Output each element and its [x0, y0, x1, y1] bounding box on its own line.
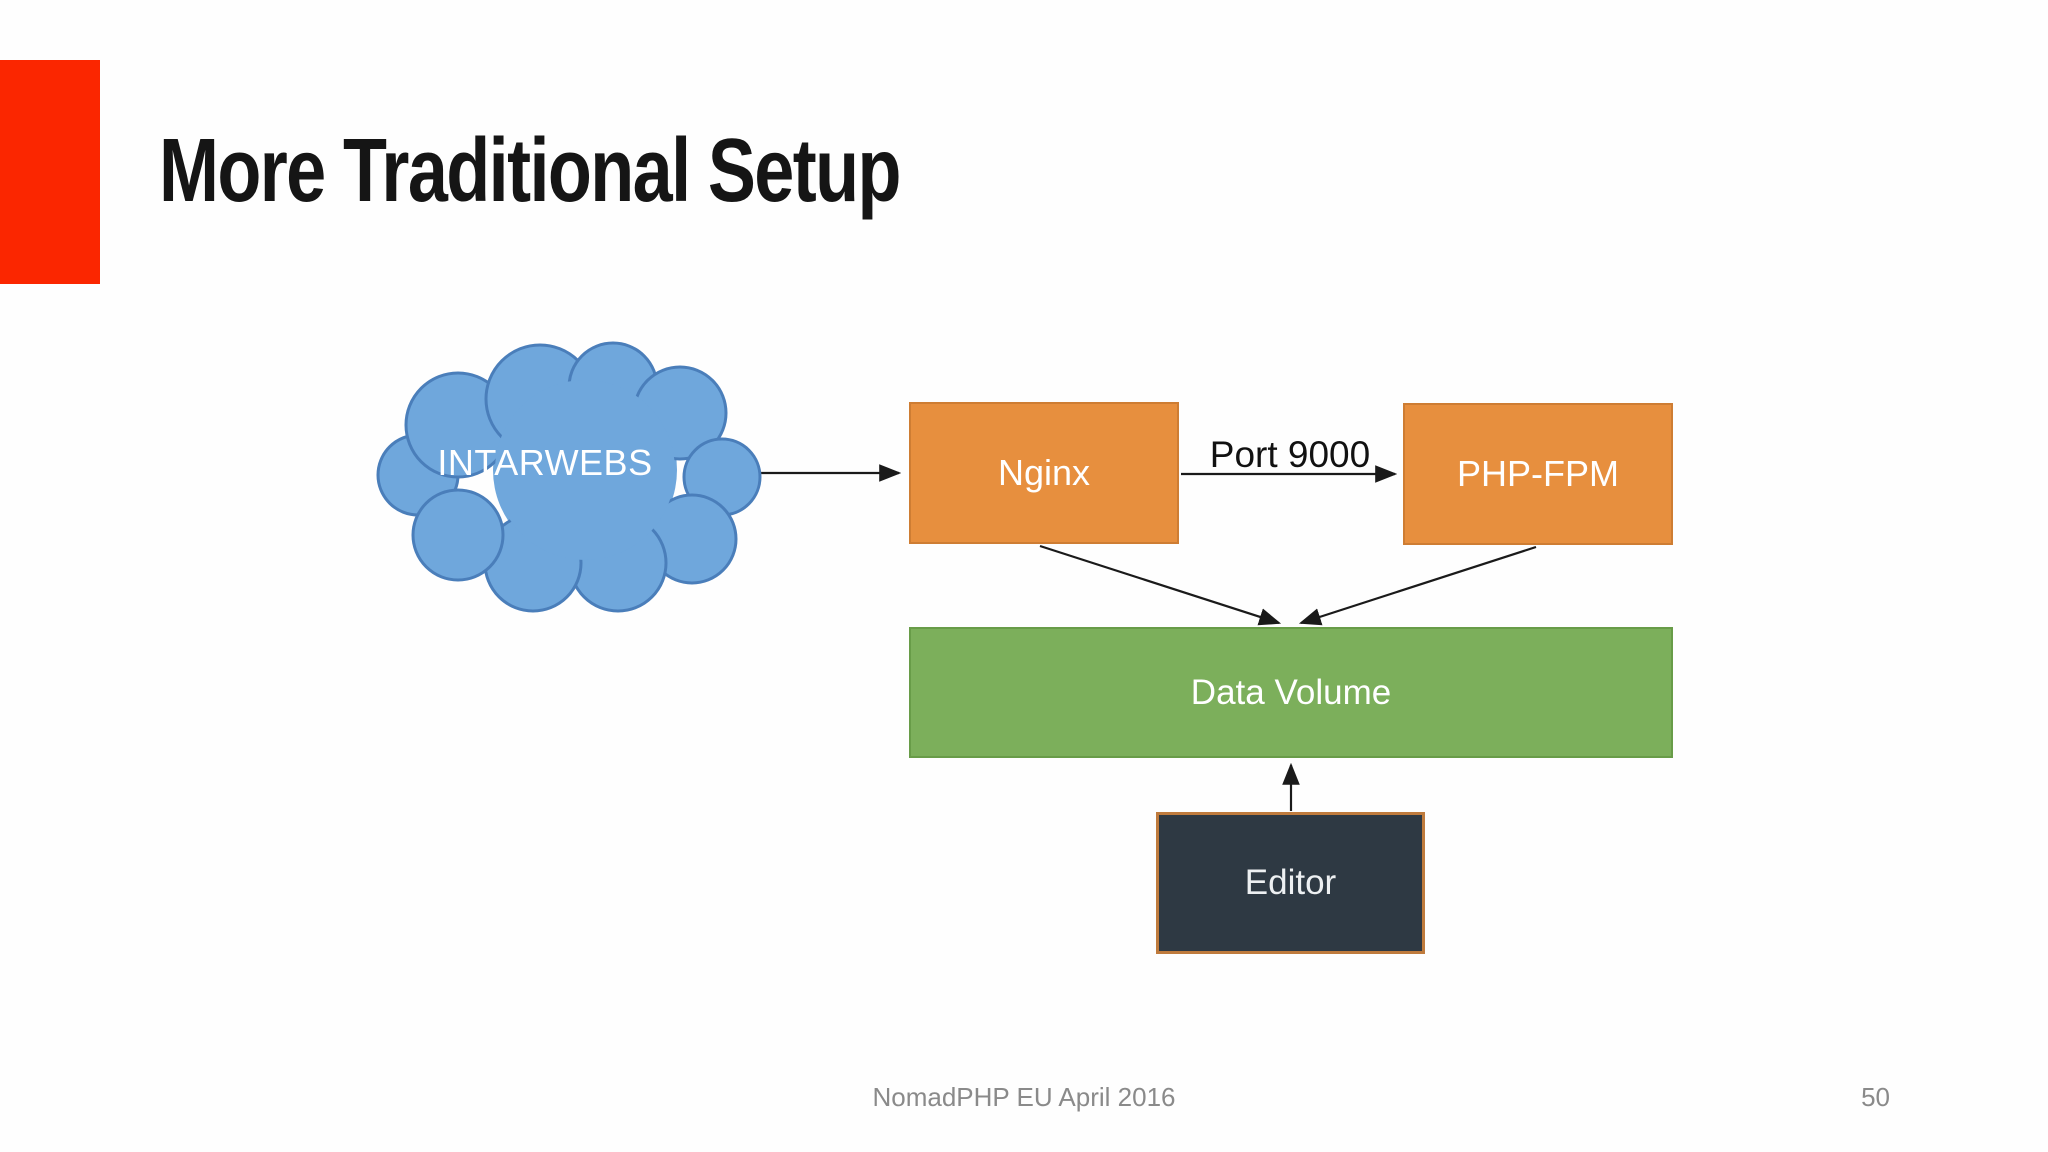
footer-text: NomadPHP EU April 2016 — [872, 1082, 1176, 1112]
node-editor: Editor — [1156, 812, 1425, 954]
node-php-fpm-label: PHP-FPM — [1457, 453, 1619, 494]
slide-title: More Traditional Setup — [159, 121, 901, 221]
page-number: 50 — [1861, 1082, 1890, 1112]
cloud-node — [370, 335, 770, 625]
node-nginx-label: Nginx — [997, 452, 1091, 493]
edge-nginx-to-datavolume — [1039, 544, 1282, 626]
accent-bar — [0, 60, 100, 284]
edge-label-port-9000: Port 9000 — [1209, 434, 1371, 475]
node-data-volume: Data Volume — [909, 627, 1673, 758]
cloud-icon — [376, 341, 762, 613]
node-php-fpm: PHP-FPM — [1403, 403, 1673, 545]
edge-phpfpm-to-datavolume — [1298, 545, 1537, 626]
node-nginx: Nginx — [909, 402, 1179, 544]
node-data-volume-label: Data Volume — [1190, 672, 1392, 712]
cloud-label: INTARWEBS — [437, 442, 653, 483]
node-editor-label: Editor — [1244, 863, 1337, 902]
